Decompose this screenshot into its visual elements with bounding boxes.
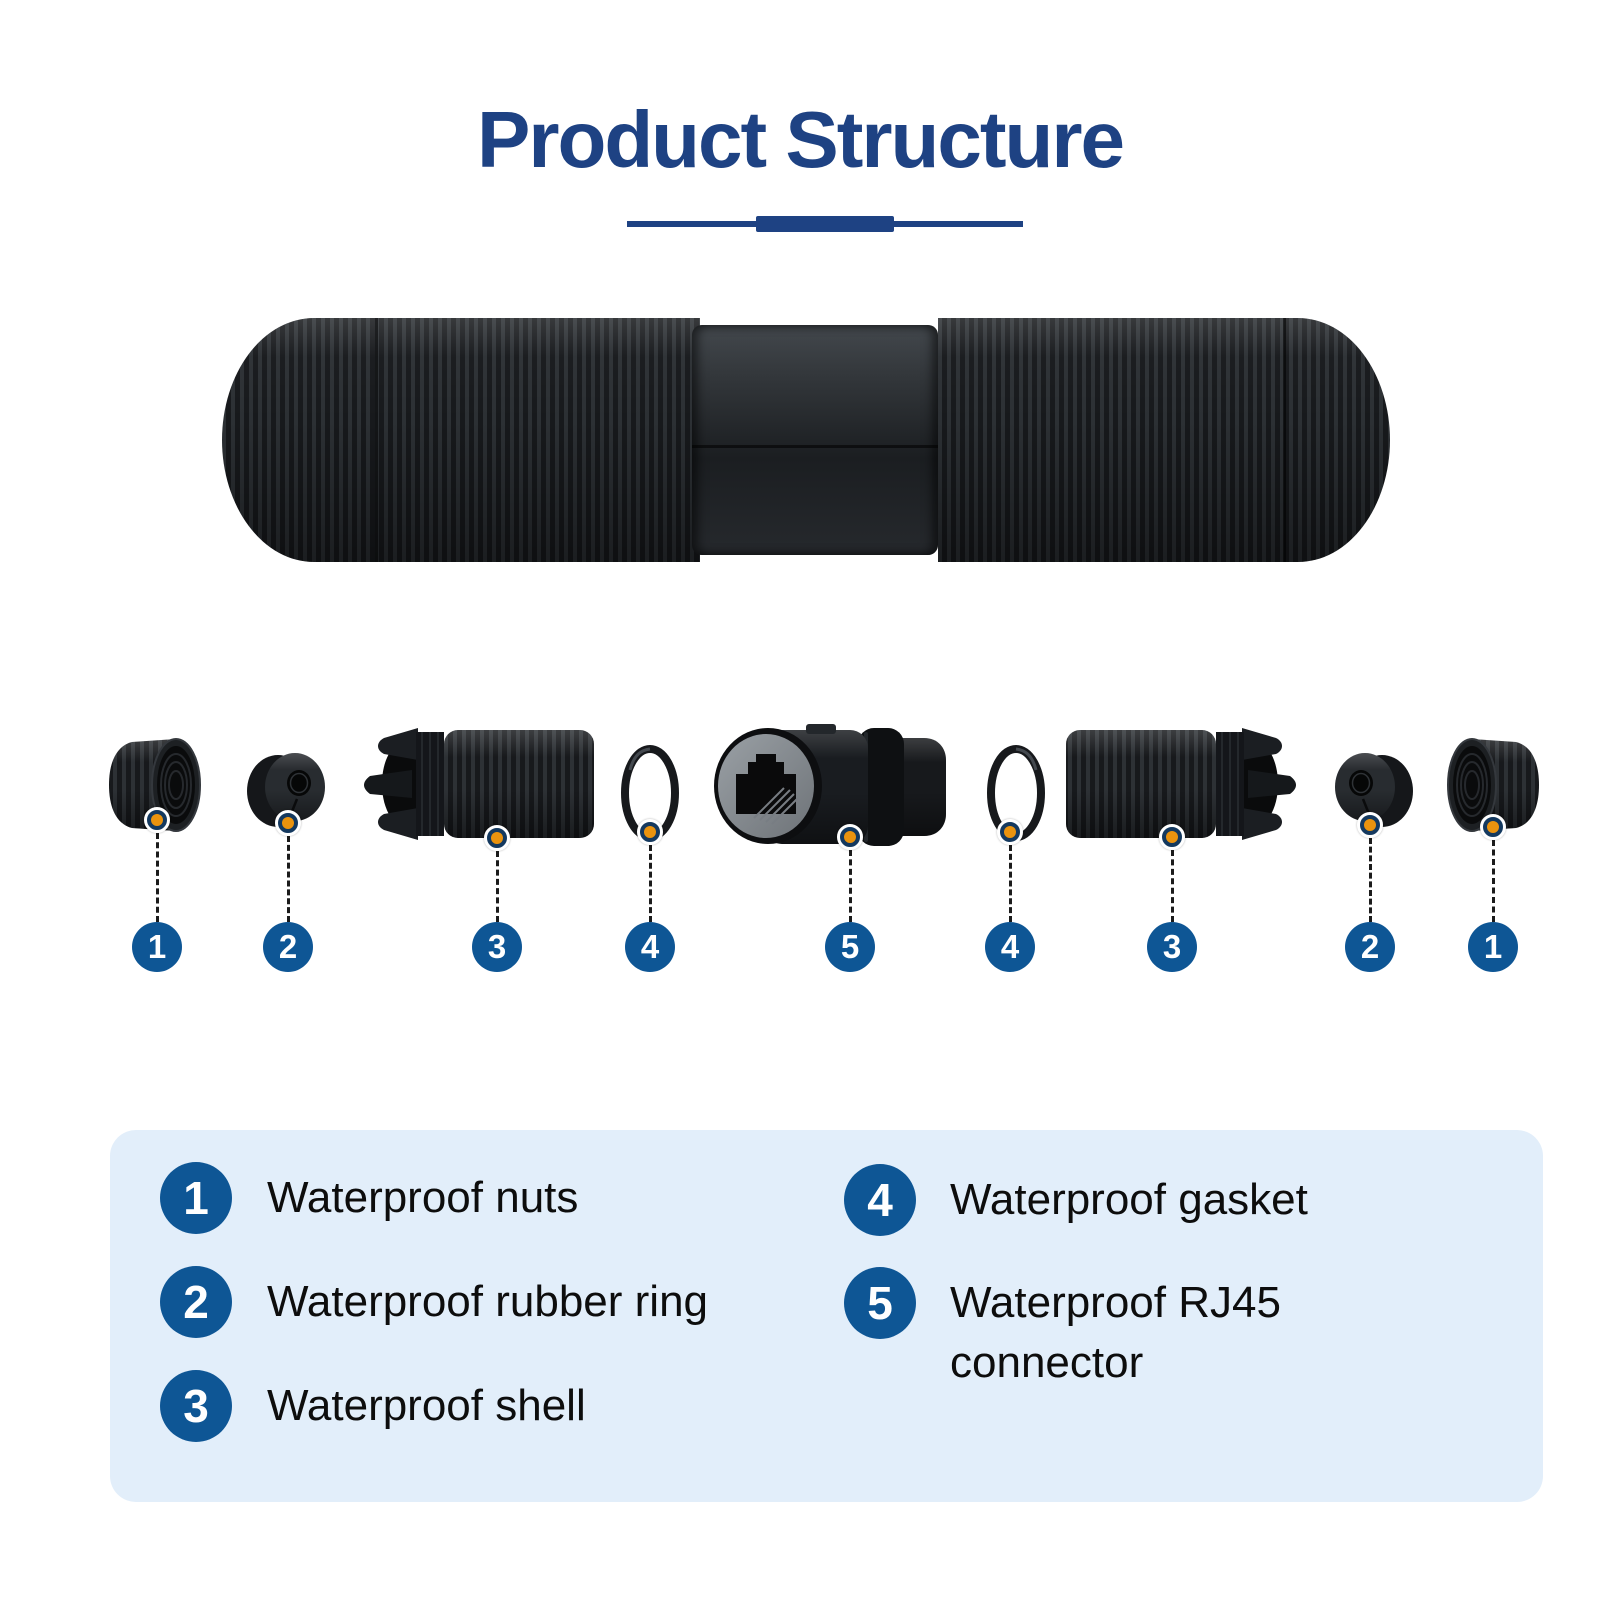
callout-line [1170,850,1174,922]
product-seam [1283,318,1286,562]
legend-badge-3: 3 [160,1370,232,1442]
waterproof-rj45-connector [714,724,946,846]
callout-number-3b: 3 [1147,922,1197,972]
assembled-product-image [222,318,1390,562]
callout-number-1b: 1 [1468,922,1518,972]
page-title: Product Structure [476,95,1125,184]
legend-label-nuts: Waterproof nuts [267,1173,579,1222]
callout-number-5: 5 [825,922,875,972]
marker-dot-icon [144,807,170,833]
marker-dot-icon [275,810,301,836]
legend-badge-5: 5 [844,1267,916,1339]
callout-line [648,845,652,922]
callout-line [1008,845,1012,922]
marker-dot-icon [637,819,663,845]
divider-bar [756,216,894,232]
title-divider [627,216,1023,232]
legend-badge-4: 4 [844,1164,916,1236]
callout-number-2b: 2 [1345,922,1395,972]
marker-dot-icon [484,825,510,851]
callout-line [1368,838,1372,922]
callout-line [848,850,852,922]
waterproof-nut-left [109,738,201,832]
product-left-ribbed-section [222,318,700,562]
marker-dot-icon [837,824,863,850]
callout-line [286,836,290,922]
marker-dot-icon [997,819,1023,845]
product-right-ribbed-section [938,318,1390,562]
product-seam [375,318,378,562]
legend-badge-2: 2 [160,1266,232,1338]
callout-line [155,833,159,922]
marker-dot-icon [1480,814,1506,840]
legend-label-rj45-connector: Waterproof RJ45 connector [950,1278,1281,1387]
waterproof-rubber-ring-left [247,753,325,827]
callout-number-2: 2 [263,922,313,972]
marker-dot-icon [1357,812,1383,838]
waterproof-shell-right [1066,728,1296,840]
marker-dot-icon [1159,824,1185,850]
callout-number-4: 4 [625,922,675,972]
callout-number-4b: 4 [985,922,1035,972]
waterproof-shell-left [364,728,594,840]
callout-line [1491,840,1495,922]
callout-number-1: 1 [132,922,182,972]
legend-panel [110,1130,1543,1502]
callout-number-3: 3 [472,922,522,972]
legend-label-gasket: Waterproof gasket [950,1175,1308,1224]
product-center-coupler [692,325,938,555]
legend-label-shell: Waterproof shell [267,1381,586,1430]
coupler-seam [692,444,938,448]
callout-line [495,851,499,922]
waterproof-rubber-ring-right [1335,753,1413,827]
waterproof-nut-right [1447,738,1539,832]
legend-label-rubber-ring: Waterproof rubber ring [267,1277,709,1326]
legend-badge-1: 1 [160,1162,232,1234]
